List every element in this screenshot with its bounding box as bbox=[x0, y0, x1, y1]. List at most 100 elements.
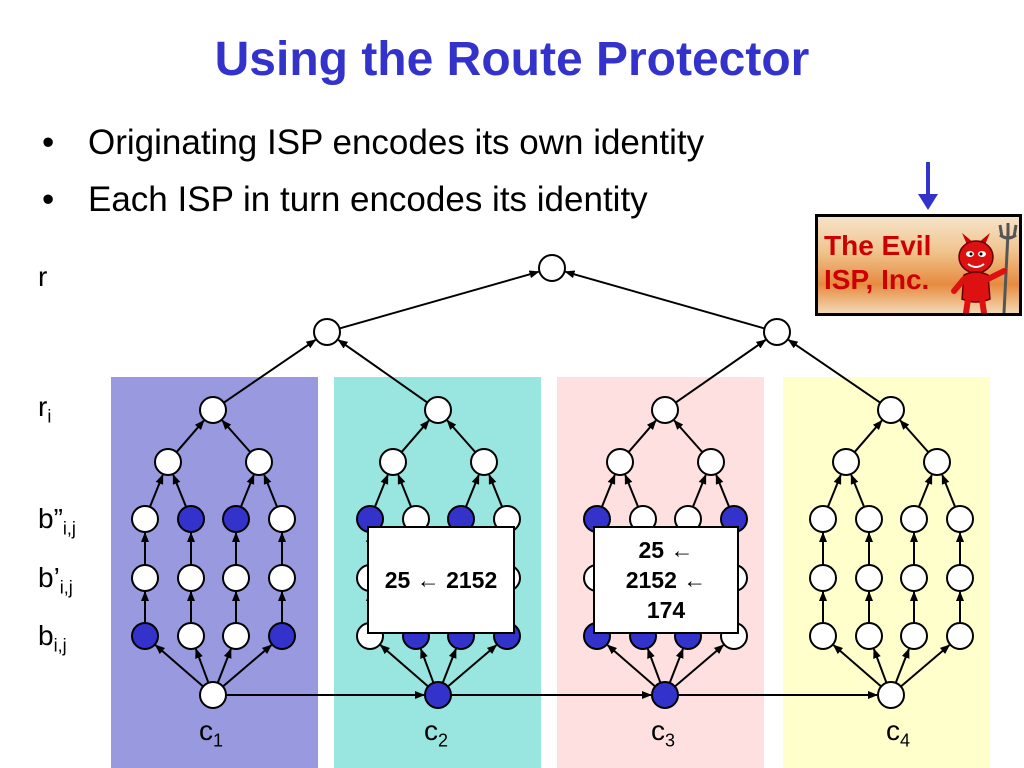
b0-node bbox=[268, 622, 296, 650]
tree-node bbox=[697, 448, 725, 476]
isp-root-node bbox=[199, 396, 227, 424]
isp-root-edge bbox=[223, 339, 317, 404]
client-label-c2: c2 bbox=[424, 715, 449, 751]
isp-root-node bbox=[424, 396, 452, 424]
client-edge bbox=[379, 644, 429, 688]
b1-node bbox=[222, 564, 250, 592]
tree-node bbox=[923, 448, 951, 476]
tree-edge bbox=[373, 474, 389, 508]
client-edge bbox=[216, 648, 232, 684]
b2-node bbox=[946, 505, 974, 533]
isp-root-node bbox=[651, 396, 679, 424]
b1-node bbox=[946, 564, 974, 592]
client-edge bbox=[222, 644, 273, 688]
intermediate-node bbox=[763, 318, 791, 346]
client-edge bbox=[447, 644, 498, 688]
client-label-c3: c3 bbox=[651, 715, 676, 751]
client-edge bbox=[668, 648, 684, 684]
b2-node bbox=[855, 505, 883, 533]
client-edge bbox=[419, 648, 435, 684]
tree-edge bbox=[400, 419, 430, 453]
client-label-c4: c4 bbox=[886, 715, 911, 751]
encoding-box-c3: 25 ← 2152 ← 174 bbox=[593, 526, 739, 634]
b1-node bbox=[900, 564, 928, 592]
b1-node bbox=[855, 564, 883, 592]
tree-edge bbox=[446, 419, 477, 453]
tree-edge bbox=[691, 474, 707, 508]
client-edge bbox=[674, 644, 725, 688]
tree-edge bbox=[172, 474, 188, 508]
tree-edge bbox=[715, 474, 731, 508]
tree-node bbox=[606, 448, 634, 476]
b2-node bbox=[177, 505, 205, 533]
b2-node bbox=[900, 505, 928, 533]
root-edge bbox=[564, 270, 765, 330]
tree-node bbox=[154, 448, 182, 476]
tree-node bbox=[832, 448, 860, 476]
b2-node bbox=[268, 505, 296, 533]
tree-edge bbox=[397, 474, 413, 508]
tree-edge bbox=[148, 474, 164, 508]
tree-edge bbox=[853, 419, 883, 453]
tree-edge bbox=[464, 474, 480, 508]
tree-edge bbox=[239, 474, 255, 508]
tree-edge bbox=[221, 419, 252, 453]
client-edge bbox=[894, 648, 910, 684]
isp-root-edge bbox=[675, 339, 767, 404]
client-edge bbox=[900, 644, 951, 688]
client-node bbox=[199, 681, 227, 709]
level-label-b0: bi,j bbox=[38, 620, 67, 656]
tree-edge bbox=[624, 474, 640, 508]
bullet-item: •Each ISP in turn encodes its identity bbox=[42, 180, 648, 219]
bullet-item: •Originating ISP encodes its own identit… bbox=[42, 123, 705, 162]
evil-isp-label: The Evil ISP, Inc. bbox=[824, 230, 932, 295]
tree-edge bbox=[826, 474, 842, 508]
b0-node bbox=[131, 622, 159, 650]
b2-node bbox=[222, 505, 250, 533]
root-node bbox=[538, 254, 566, 282]
intermediate-node bbox=[313, 318, 341, 346]
level-label-b1: b’i,j bbox=[38, 562, 73, 598]
tree-node bbox=[245, 448, 273, 476]
tree-edge bbox=[850, 474, 866, 508]
bullet-text: Each ISP in turn encodes its identity bbox=[88, 180, 648, 219]
isp-root-edge bbox=[337, 339, 428, 404]
devil-icon bbox=[951, 223, 1018, 313]
client-edge bbox=[441, 648, 457, 684]
isp-root-node bbox=[877, 396, 905, 424]
b0-node bbox=[855, 622, 883, 650]
evil-isp-badge: The Evil ISP, Inc. bbox=[815, 214, 1022, 316]
tree-edge bbox=[175, 419, 205, 453]
b1-node bbox=[809, 564, 837, 592]
tree-edge bbox=[899, 419, 930, 453]
isp-root-edge bbox=[787, 339, 881, 404]
tree-edge bbox=[600, 474, 616, 508]
client-edge bbox=[872, 648, 888, 684]
b1-node bbox=[268, 564, 296, 592]
down-arrow-icon bbox=[918, 162, 938, 210]
tree-edge bbox=[673, 419, 704, 453]
root-edge bbox=[339, 270, 540, 330]
page-title: Using the Route Protector bbox=[214, 33, 810, 86]
client-node bbox=[651, 681, 679, 709]
level-label-b2: b”i,j bbox=[38, 503, 76, 539]
tree-node bbox=[379, 448, 407, 476]
encoding-box-c2: 25 ← 2152 bbox=[367, 526, 515, 634]
b2-node bbox=[809, 505, 837, 533]
tree-edge bbox=[263, 474, 279, 508]
tree-node bbox=[470, 448, 498, 476]
level-label-r: r bbox=[38, 261, 48, 292]
client-edge bbox=[832, 644, 882, 688]
bullet-text: Originating ISP encodes its own identity bbox=[88, 123, 705, 162]
b0-node bbox=[177, 622, 205, 650]
b1-node bbox=[177, 564, 205, 592]
client-edge bbox=[646, 648, 662, 684]
tree-edge bbox=[917, 474, 933, 508]
tree-edge bbox=[627, 419, 657, 453]
b0-node bbox=[222, 622, 250, 650]
level-label-ri: ri bbox=[38, 391, 52, 427]
b1-node bbox=[131, 564, 159, 592]
client-edge bbox=[606, 644, 656, 688]
client-label-c1: c1 bbox=[199, 715, 224, 751]
